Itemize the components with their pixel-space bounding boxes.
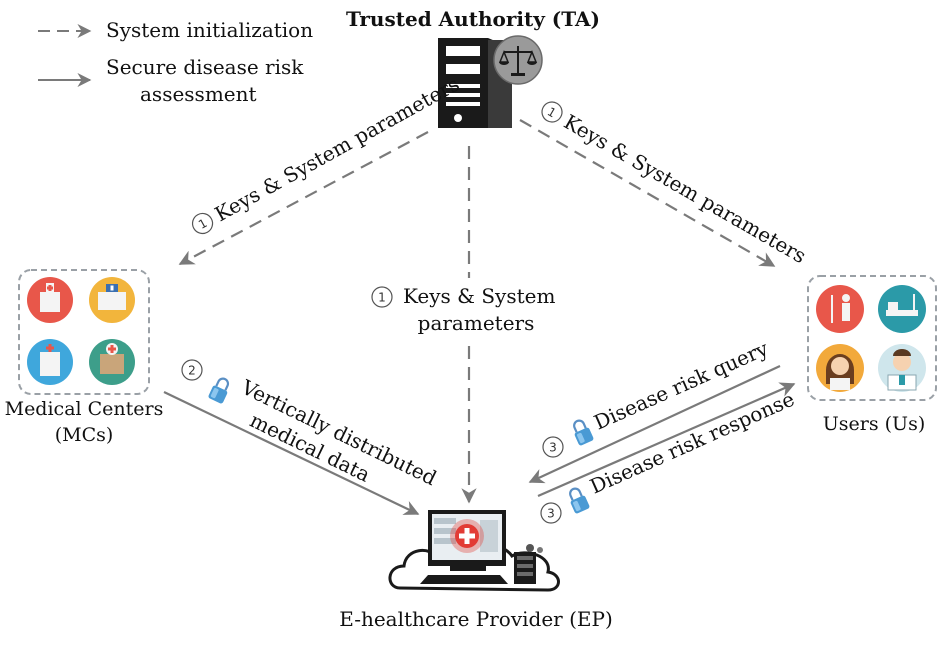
query-arrow (528, 365, 781, 484)
step-1-number-ta-ep: 1 (378, 291, 386, 305)
lock-icon-mc-ep (206, 374, 234, 406)
ta-title: Trusted Authority (TA) (346, 7, 600, 31)
hospital-bed-icon (878, 285, 926, 333)
step-3-badge-query (542, 436, 564, 458)
nurse-icon (816, 344, 864, 392)
computer-icon (420, 510, 508, 584)
trusted-authority-node: Trusted Authority (TA) (346, 7, 600, 128)
response-arrow (537, 382, 796, 498)
legend-solid-label-line1: Secure disease risk (106, 55, 304, 79)
step-2-number: 2 (188, 364, 196, 378)
legend: System initialization Secure disease ris… (38, 18, 313, 106)
ta-to-users-arrow (519, 119, 776, 267)
step-1-badge-ta-ep (371, 286, 393, 308)
scale-icon (493, 35, 543, 85)
ehealthcare-provider-node: E-healthcare Provider (EP) (339, 510, 613, 631)
ta-to-ep-label-line2: parameters (418, 311, 535, 335)
step-1-badge-ta-mc (191, 212, 214, 235)
step-3-number-response: 3 (547, 507, 555, 521)
step-3-number-query: 3 (549, 441, 557, 455)
hospital-icon-green (89, 339, 135, 385)
hospital-icon-blue (27, 339, 73, 385)
ta-to-mc-arrow (178, 131, 429, 265)
step-2-badge (181, 359, 203, 381)
step-1-badge-ta-users (541, 101, 563, 123)
hospital-icon-red (27, 277, 73, 323)
users-box (807, 275, 937, 401)
mc-to-ep-edge: 2 Vertically distributed medical data (163, 359, 441, 515)
mc-box (18, 269, 150, 395)
mc-title-line1: Medical Centers (5, 398, 164, 420)
hospital-icon-yellow (89, 277, 135, 323)
step-3-badge-response (540, 502, 562, 524)
ta-to-ep-edge: 1 Keys & System parameters (371, 146, 555, 504)
users-title: Users (Us) (823, 413, 925, 435)
ta-to-ep-label-line1: Keys & System (403, 284, 555, 308)
response-edge: 3 Disease risk response (537, 382, 798, 524)
doctor-icon (878, 344, 926, 392)
ta-to-users-label: Keys & System parameters (560, 110, 811, 269)
lock-icon-query (568, 416, 596, 448)
users-node: Users (Us) (807, 275, 937, 435)
legend-solid-label-line2: assessment (140, 82, 257, 106)
medical-centers-node: Medical Centers (MCs) (5, 269, 164, 446)
ep-title: E-healthcare Provider (EP) (339, 607, 613, 631)
database-server-icon (514, 544, 543, 584)
legend-dashed-label: System initialization (106, 18, 313, 42)
ta-to-users-edge: 1 Keys & System parameters (519, 101, 811, 269)
mc-title-line2: (MCs) (55, 424, 114, 446)
patient-icon (816, 285, 864, 333)
lock-icon-response (564, 484, 592, 516)
mc-to-ep-arrow (163, 391, 420, 515)
